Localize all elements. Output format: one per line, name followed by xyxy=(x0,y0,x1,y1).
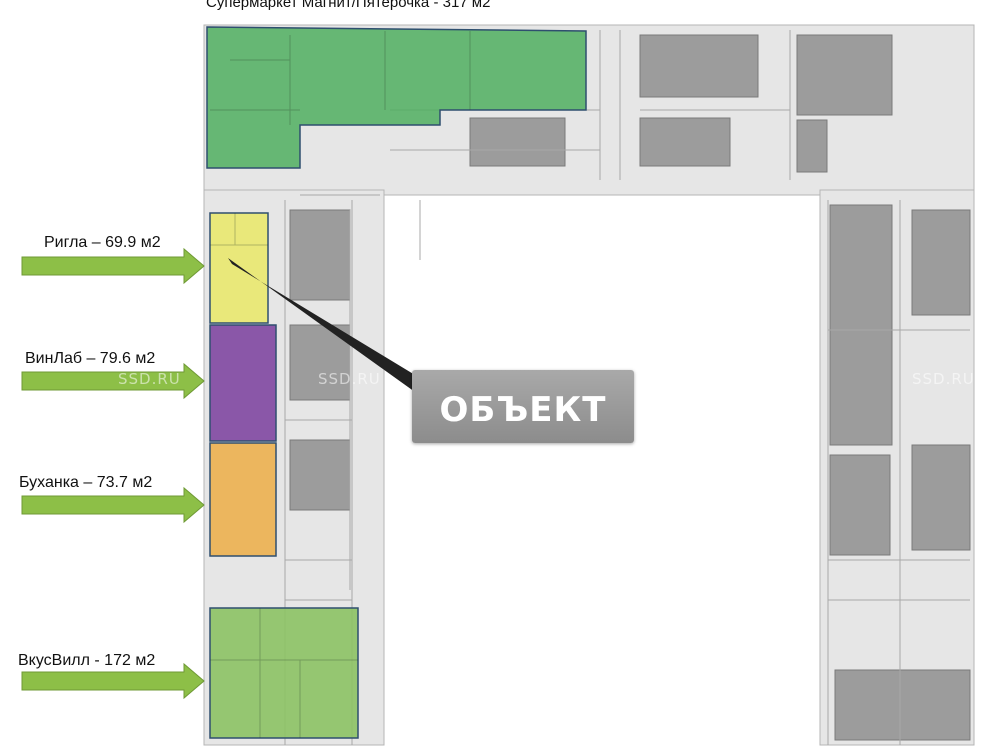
room xyxy=(911,444,971,551)
vkusvill-arrow xyxy=(21,662,205,700)
bukhanka-area xyxy=(209,442,277,557)
object-pointer xyxy=(228,258,415,392)
arrows xyxy=(21,247,205,700)
partitions xyxy=(284,30,970,745)
watermark: SSD.RU xyxy=(118,370,181,388)
supermarket-area xyxy=(206,26,587,169)
dark-rooms xyxy=(289,34,971,741)
wall xyxy=(210,213,268,246)
wall xyxy=(284,200,353,745)
wall xyxy=(210,608,358,738)
vkusvill-area xyxy=(209,607,359,739)
room xyxy=(796,34,893,116)
object-label: ОБЪЕКТ xyxy=(439,390,607,430)
wall xyxy=(210,31,471,125)
tenant-interior-lines xyxy=(210,31,471,738)
vinlab-label: ВинЛаб – 79.6 м2 xyxy=(25,350,156,367)
wall xyxy=(827,200,970,745)
wall xyxy=(300,194,421,590)
room xyxy=(469,117,566,167)
room xyxy=(829,454,891,556)
object-callout: ОБЪЕКТ xyxy=(412,370,634,443)
watermark: SSD.RU xyxy=(318,370,381,388)
vinlab-arrow xyxy=(21,362,205,400)
rigla-label: Ригла – 69.9 м2 xyxy=(44,234,161,251)
tenant-areas xyxy=(206,26,587,739)
vinlab-area xyxy=(209,324,277,442)
bukhanka-arrow xyxy=(21,486,205,524)
vkusvill-label: ВкусВилл - 172 м2 xyxy=(18,652,156,669)
room xyxy=(289,209,351,301)
room xyxy=(639,34,759,98)
watermark: SSD.RU xyxy=(912,370,975,388)
room xyxy=(829,204,893,446)
bukhanka-label: Буханка – 73.7 м2 xyxy=(19,474,153,491)
room xyxy=(289,439,351,511)
room xyxy=(834,669,971,741)
supermarket-label: Супермаркет Магнит/Пятерочка - 317 м2 xyxy=(206,0,491,11)
room xyxy=(911,209,971,316)
rigla-arrow xyxy=(21,247,205,285)
room xyxy=(796,119,828,173)
room xyxy=(639,117,731,167)
